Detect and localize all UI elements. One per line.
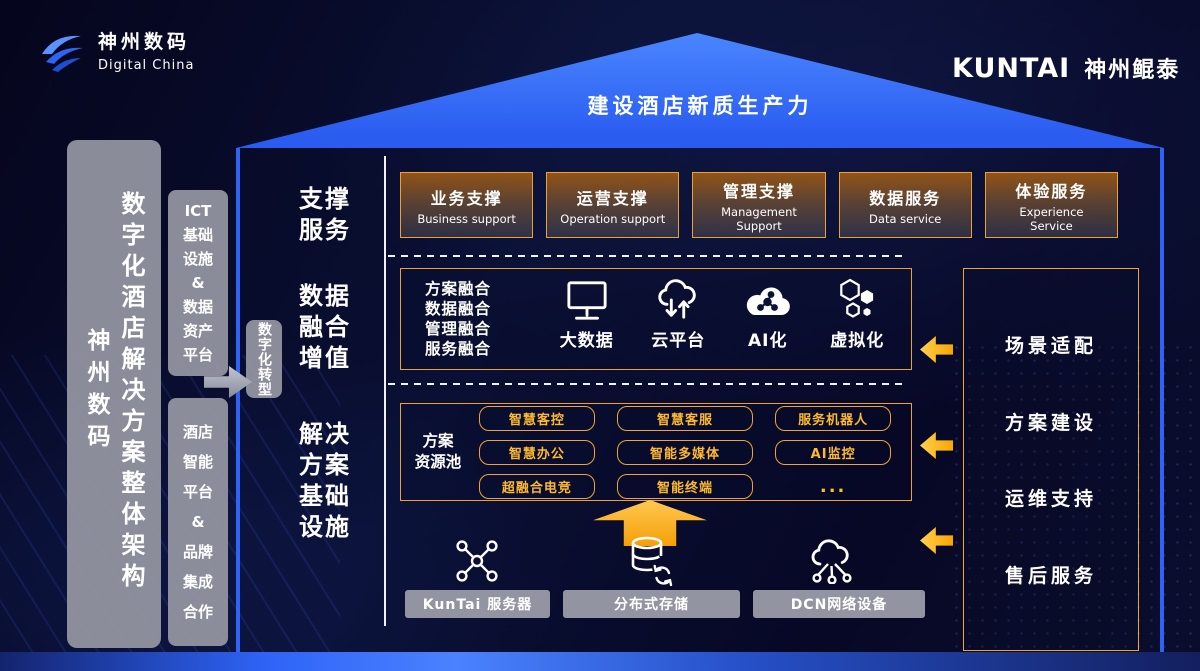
solution-pill: 智能终端: [616, 473, 754, 499]
service-panel: 场景适配 方案建设 运维支持 售后服务: [963, 268, 1139, 651]
infra-label-network: DCN网络设备: [753, 590, 925, 618]
server-cluster-icon: [456, 540, 498, 582]
digital-china-swoosh-icon: [42, 35, 83, 72]
tech-ai: AI化: [743, 279, 793, 351]
cloud-ai-icon: [746, 287, 790, 316]
solution-pool-label: 方案 资源池: [414, 432, 462, 471]
service-item-build: 方案建设: [1004, 411, 1097, 434]
support-box-business: 业务支撑 Business support: [400, 172, 534, 238]
vertical-divider-line: [384, 156, 386, 626]
tech-label: 云平台: [651, 331, 706, 351]
support-row-label: 支撑 服务: [299, 185, 351, 244]
cloud-transfer-icon: [658, 279, 697, 319]
brand-vertical-text: 神州数码: [83, 328, 109, 456]
distributed-storage-icon: [631, 536, 673, 586]
support-box-operation: 运营支撑 Operation support: [546, 172, 680, 238]
hotel-platform-box: 酒店 智能 平台 & 品牌 集成 合作: [168, 398, 228, 646]
tech-icon-row: 大数据 云平台: [541, 277, 911, 361]
support-box-label-en: Experience Service: [1019, 204, 1084, 233]
roof-banner: 建设酒店新质生产力: [236, 33, 1164, 148]
service-item-scene: 场景适配: [1004, 334, 1097, 357]
support-box-label-cn: 业务支撑: [430, 188, 503, 208]
dashed-divider-2: [388, 383, 908, 385]
solution-pill: 智慧客控: [479, 405, 595, 431]
right-wall-line: [1160, 148, 1164, 654]
fusion-item: 方案融合: [425, 280, 492, 298]
floor-bar: [0, 652, 1200, 671]
tech-virtualization: 虚拟化: [830, 277, 884, 351]
support-box-label-cn: 运营支撑: [576, 188, 649, 208]
digital-china-name-en: Digital China: [98, 58, 195, 73]
solution-pill: 智慧客服: [616, 405, 754, 431]
fusion-item: 数据融合: [425, 300, 492, 318]
fusion-item: 管理融合: [425, 320, 492, 338]
fusion-list: 方案融合 数据融合 管理融合 服务融合: [401, 279, 541, 359]
ict-platform-box: ICT 基础 设施 & 数据 资产 平台: [168, 190, 228, 376]
solution-pill: 智能多媒体: [616, 439, 754, 465]
service-item-aftersales: 售后服务: [1004, 565, 1097, 588]
solution-pill: 智慧办公: [479, 439, 595, 465]
solution-pool-box: 方案 资源池 智慧客控 智慧客服 服务机器人 智慧办公 智能多媒体 AI监控 超…: [400, 403, 912, 501]
support-box-experience: 体验服务 Experience Service: [984, 172, 1119, 238]
left-wall-line: [236, 148, 240, 654]
solution-pill-grid: 智慧客控 智慧客服 服务机器人 智慧办公 智能多媒体 AI监控 超融合电竞 智能…: [475, 405, 911, 499]
solution-pill: AI监控: [775, 439, 891, 465]
left-arrow-icon-3: [920, 527, 953, 554]
tech-label: 大数据: [559, 331, 614, 351]
digital-china-name-cn: 神州数码: [98, 31, 191, 53]
fusion-item: 服务融合: [425, 340, 492, 358]
left-arrow-icon-1: [920, 336, 953, 363]
support-box-label-en: Management Support: [721, 204, 797, 233]
support-box-label-en: Operation support: [560, 211, 666, 226]
fusion-row-label: 数据 融合 增值: [299, 282, 351, 372]
support-box-label-cn: 管理支撑: [723, 181, 796, 201]
support-box-label-cn: 体验服务: [1015, 181, 1088, 201]
roof-title: 建设酒店新质生产力: [587, 94, 813, 118]
support-box-label-cn: 数据服务: [869, 188, 942, 208]
dashed-divider-1: [388, 255, 908, 257]
monitor-icon: [567, 281, 607, 320]
kuntai-name-cn: 神州鲲泰: [1084, 58, 1181, 83]
background-texture-right: [950, 341, 1200, 671]
support-box-label-en: Business support: [417, 211, 516, 226]
solution-pill: 服务机器人: [775, 405, 891, 431]
hexagon-cluster-icon: [840, 278, 874, 318]
infra-label-storage: 分布式存储: [563, 590, 740, 618]
kuntai-wordmark: KUNTAI: [952, 52, 1071, 84]
support-box-data-service: 数据服务 Data service: [838, 172, 972, 238]
tech-label: AI化: [748, 331, 788, 351]
support-box-label-en: Data service: [869, 211, 942, 226]
digital-china-logo: 神州数码 Digital China: [36, 24, 194, 76]
digital-transformation-box: 数字化转型: [246, 320, 282, 398]
solution-pill: 超融合电竞: [479, 473, 595, 499]
support-services-row: 业务支撑 Business support 运营支撑 Operation sup…: [400, 172, 1119, 238]
support-box-management: 管理支撑 Management Support: [692, 172, 826, 238]
solution-pill-ellipsis: ...: [819, 475, 847, 497]
kuntai-logo: KUNTAI 神州鲲泰: [952, 52, 1180, 84]
solution-row-label: 解决 方案 基础 设施: [299, 420, 351, 541]
data-fusion-box: 方案融合 数据融合 管理融合 服务融合 大数据 云平台: [400, 268, 912, 370]
digital-transformation-label: 数字化转型: [256, 321, 272, 397]
digital-china-wordmark: 神州数码 Digital China: [98, 27, 194, 73]
architecture-title-vertical: 数字化酒店解决方案整体架构: [117, 191, 145, 594]
tech-big-data: 大数据: [560, 279, 614, 351]
architecture-title-bar: [67, 140, 161, 648]
left-arrow-icon-2: [920, 432, 953, 459]
tech-cloud-platform: 云平台: [651, 277, 705, 351]
infra-label-server: KunTai 服务器: [405, 590, 550, 618]
network-device-icon: [811, 539, 852, 584]
service-item-ops: 运维支持: [1004, 488, 1097, 511]
tech-label: 虚拟化: [830, 331, 885, 351]
